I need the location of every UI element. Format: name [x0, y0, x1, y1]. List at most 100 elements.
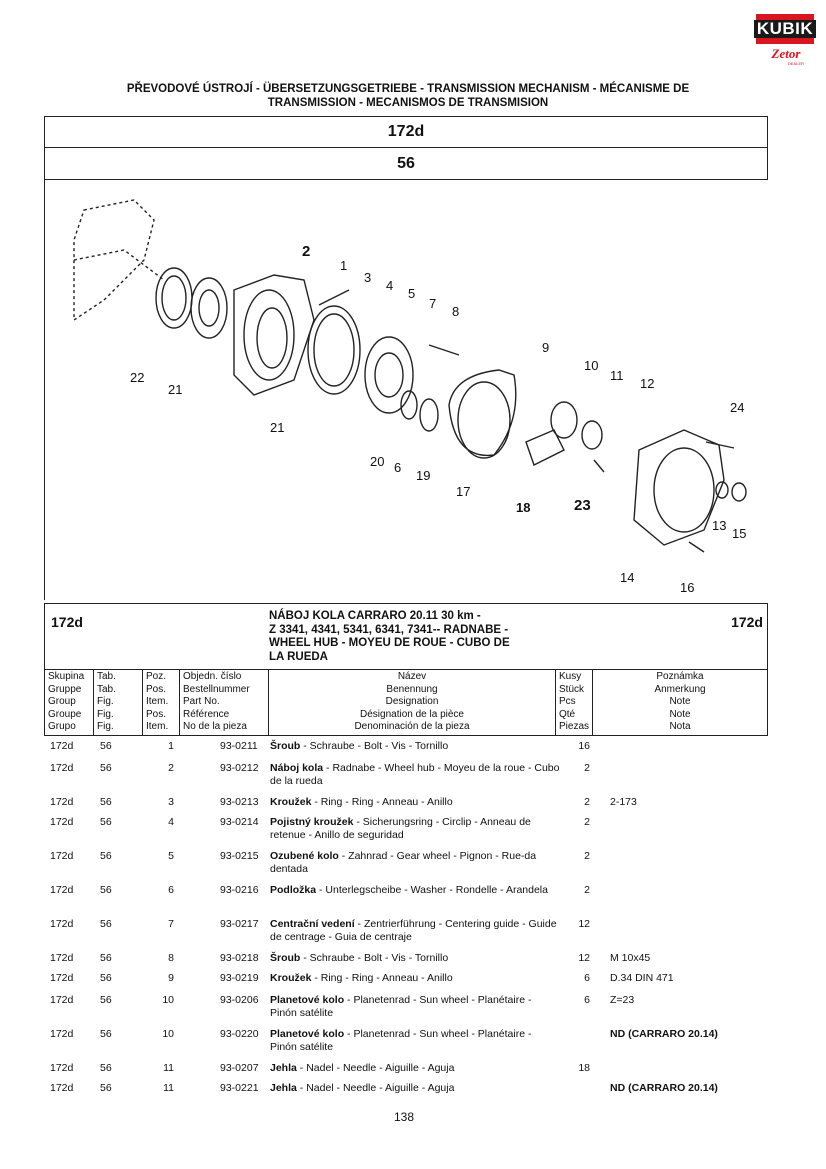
- row-group: 172d: [50, 884, 74, 896]
- col-tab-label: Tab.: [97, 683, 116, 695]
- callout-21a: 21: [168, 382, 182, 397]
- row-designation-translations: - Zahnrad - Gear wheel - Pignon - Rue-da…: [270, 850, 537, 875]
- group-code: 172d: [45, 117, 767, 148]
- row-part-number: 93-0214: [220, 816, 259, 828]
- col-pos: Poz.Pos.Item.Pos.Item.: [142, 669, 180, 736]
- row-designation-translations: - Sicherungsring - Circlip - Anneau de r…: [270, 816, 531, 841]
- callout-18: 18: [516, 500, 530, 515]
- row-designation-translations: - Schraube - Bolt - Vis - Tornillo: [300, 952, 449, 964]
- row-designation-cz: Centrační vedení: [270, 918, 355, 930]
- row-quantity: 6: [584, 994, 590, 1006]
- row-designation-translations: - Zentrierführung - Centering guide - Gu…: [270, 918, 557, 943]
- callout-9: 9: [542, 340, 549, 355]
- row-designation-cz: Šroub: [270, 952, 301, 964]
- col-name-label: Designation: [385, 696, 439, 707]
- section-group-left: 172d: [51, 614, 83, 630]
- row-designation: Jehla - Nadel - Needle - Aiguille - Aguj…: [270, 1062, 560, 1075]
- callout-17: 17: [456, 484, 470, 499]
- row-group: 172d: [50, 918, 74, 930]
- row-note: Z=23: [610, 994, 635, 1006]
- row-designation-translations: - Radnabe - Wheel hub - Moyeu de la roue…: [270, 762, 560, 787]
- row-part-number: 93-0211: [220, 740, 258, 752]
- row-part-number: 93-0212: [220, 762, 259, 774]
- col-tab-label: Fig.: [97, 708, 114, 720]
- diagram-border: [44, 180, 45, 600]
- row-position: 11: [163, 1082, 174, 1094]
- row-position: 2: [168, 762, 174, 774]
- callout-23: 23: [574, 497, 591, 514]
- row-quantity: 2: [584, 762, 590, 774]
- row-designation: Pojistný kroužek - Sicherungsring - Circ…: [270, 816, 560, 842]
- row-position: 4: [168, 816, 174, 828]
- row-part-number: 93-0213: [220, 796, 259, 808]
- row-group: 172d: [50, 740, 74, 752]
- section-name-line-3: WHEEL HUB - MOYEU DE ROUE - CUBO DE: [269, 637, 510, 649]
- row-designation-cz: Podložka: [270, 884, 317, 896]
- col-part-label: No de la pieza: [183, 721, 247, 732]
- row-group: 172d: [50, 994, 74, 1006]
- row-quantity: 2: [584, 850, 590, 862]
- col-name-label: Désignation de la pièce: [360, 708, 464, 720]
- row-quantity: 2: [584, 884, 590, 896]
- col-group-label: Groupe: [48, 708, 82, 720]
- row-quantity: 16: [578, 740, 590, 752]
- row-note: ND (CARRARO 20.14): [610, 1028, 718, 1040]
- row-tab: 56: [100, 884, 112, 896]
- callout-7: 7: [429, 296, 436, 311]
- col-name-label: Denominación de la pieza: [354, 721, 470, 732]
- row-group: 172d: [50, 972, 74, 984]
- row-designation: Kroužek - Ring - Ring - Anneau - Anillo: [270, 796, 560, 809]
- callout-8: 8: [452, 304, 459, 319]
- row-position: 8: [168, 952, 174, 964]
- col-qty-label: Piezas: [559, 721, 590, 732]
- callout-6: 6: [394, 460, 401, 475]
- row-part-number: 93-0218: [220, 952, 259, 964]
- row-position: 5: [168, 850, 174, 862]
- logo-box: KUBIK: [753, 14, 817, 44]
- section-header: 172d NÁBOJ KOLA CARRARO 20.11 30 km - Z …: [44, 603, 768, 670]
- col-pos-label: Item.: [146, 721, 169, 732]
- row-designation-cz: Šroub: [270, 740, 301, 752]
- callout-22: 22: [130, 370, 144, 385]
- row-designation-translations: - Unterlegscheibe - Washer - Rondelle - …: [316, 884, 548, 896]
- row-tab: 56: [100, 1082, 112, 1094]
- row-designation: Šroub - Schraube - Bolt - Vis - Tornillo: [270, 952, 560, 965]
- callout-21b: 21: [270, 420, 284, 435]
- row-designation-translations: - Nadel - Needle - Aiguille - Aguja: [296, 1062, 455, 1074]
- callout-16: 16: [680, 580, 694, 595]
- row-designation: Náboj kola - Radnabe - Wheel hub - Moyeu…: [270, 762, 560, 788]
- row-part-number: 93-0219: [220, 972, 259, 984]
- row-group: 172d: [50, 796, 74, 808]
- col-note-label: Poznámka: [656, 671, 704, 682]
- row-group: 172d: [50, 816, 74, 828]
- col-qty-label: Qté: [559, 708, 576, 720]
- callout-24: 24: [730, 400, 744, 415]
- row-designation: Planetové kolo - Planetenrad - Sun wheel…: [270, 1028, 560, 1054]
- row-designation-cz: Náboj kola: [270, 762, 324, 774]
- callout-2: 2: [302, 243, 310, 260]
- col-group-label: Group: [48, 696, 76, 707]
- callout-12: 12: [640, 376, 654, 391]
- row-designation-cz: Jehla: [270, 1062, 297, 1074]
- exploded-diagram: 2 1 3 4 5 7 8 22 21 21 9 10 11 12 20 6 1…: [73, 199, 747, 595]
- row-group: 172d: [50, 1028, 74, 1040]
- col-qty-label: Pcs: [559, 696, 576, 707]
- callout-5: 5: [408, 286, 415, 301]
- row-quantity: 2: [584, 796, 590, 808]
- row-tab: 56: [100, 972, 112, 984]
- row-position: 10: [162, 994, 174, 1006]
- row-tab: 56: [100, 740, 112, 752]
- callout-13: 13: [712, 518, 726, 533]
- row-group: 172d: [50, 850, 74, 862]
- col-pos-label: Poz.: [146, 671, 167, 682]
- row-designation-cz: Planetové kolo: [270, 1028, 345, 1040]
- row-tab: 56: [100, 918, 112, 930]
- row-designation-translations: - Nadel - Needle - Aiguille - Aguja: [296, 1082, 455, 1094]
- row-designation: Kroužek - Ring - Ring - Anneau - Anillo: [270, 972, 560, 985]
- row-designation: Centrační vedení - Zentrierführung - Cen…: [270, 918, 560, 944]
- row-designation-cz: Ozubené kolo: [270, 850, 339, 862]
- section-name-line-4: LA RUEDA: [269, 650, 328, 663]
